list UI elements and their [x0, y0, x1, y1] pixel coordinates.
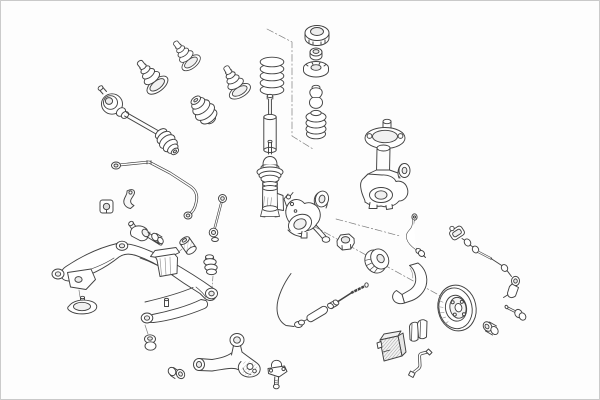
shock-absorber-cartridge [263, 93, 277, 154]
spring-seat-washer [303, 61, 329, 78]
hub-bushing [482, 321, 499, 336]
bushing-pair [167, 366, 186, 380]
brake-disc [437, 284, 477, 332]
inner-cv-joint [190, 95, 218, 125]
brake-pipe [406, 213, 426, 258]
dust-boot [305, 109, 327, 140]
stabilizer-clamp [123, 189, 135, 209]
cv-boot-outer [214, 60, 254, 103]
brake-pads [409, 319, 428, 342]
wheel-hub [364, 248, 390, 274]
tie-rod-end [128, 220, 163, 246]
stabilizer-bushing [99, 199, 114, 214]
cv-boot-upper [128, 53, 172, 99]
mount-bushing-ribbed [203, 254, 218, 276]
brake-caliper-bracket [376, 330, 407, 362]
stabilizer-bar [111, 160, 199, 220]
abs-sensor-wire [449, 225, 520, 299]
mount-bushing-small [151, 232, 164, 245]
ball-joint [267, 359, 288, 390]
caliper-bolt [504, 304, 527, 321]
parking-brake-cable [276, 273, 369, 328]
bump-stop [309, 84, 323, 109]
coil-spring [259, 56, 285, 96]
stabilizer-link [208, 194, 227, 242]
splash-shield-bracket [392, 262, 428, 305]
steering-knuckle [283, 190, 331, 243]
subframe-crossmember [51, 240, 218, 324]
cv-boot-middle [165, 34, 204, 75]
mount-nut [309, 47, 323, 61]
retaining-clip [408, 348, 433, 378]
hub-nut [336, 233, 355, 251]
strut-mount [304, 25, 330, 46]
mount-bushing-round [179, 236, 197, 255]
mount-nut-double [144, 334, 157, 351]
control-arm [193, 333, 261, 378]
strut-with-knuckle-assembly [360, 118, 411, 210]
suspension-strut [256, 139, 284, 218]
support-bracket [67, 295, 98, 315]
drive-shaft [97, 85, 180, 156]
